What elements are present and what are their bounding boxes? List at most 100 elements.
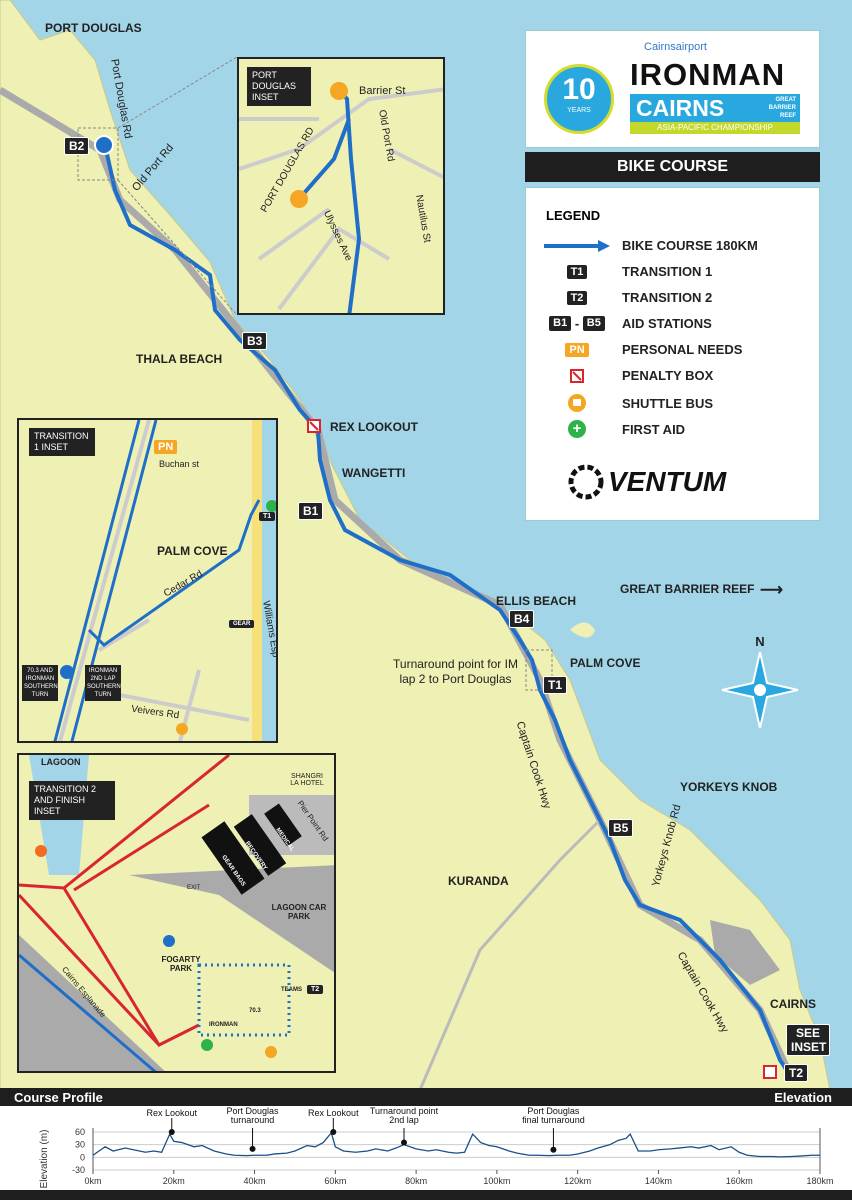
- toilets-icon: [163, 935, 175, 947]
- footer-bar: [0, 1190, 852, 1200]
- x-tick-label: 100km: [483, 1176, 510, 1186]
- x-tick-label: 80km: [405, 1176, 427, 1186]
- first-aid-icon: [201, 1039, 213, 1051]
- shuttle-bus-icon: [265, 1046, 277, 1058]
- transition-t2-marker: T2: [784, 1064, 809, 1082]
- place-yorkeys-knob: YORKEYS KNOB: [680, 780, 778, 794]
- aid-station-b5: B5: [608, 819, 634, 837]
- x-tick-label: 40km: [244, 1176, 266, 1186]
- ventum-logo: VENTUM: [568, 464, 726, 500]
- info-icon: [35, 845, 47, 857]
- x-tick-label: 160km: [726, 1176, 753, 1186]
- inset-title: TRANSITION 1 INSET: [29, 428, 95, 456]
- inset-title: PORT DOUGLAS INSET: [247, 67, 311, 106]
- bike-course-route: [103, 144, 792, 1077]
- annotation-label: Rex Lookout: [308, 1108, 359, 1118]
- airport: [710, 920, 780, 985]
- island: [570, 622, 595, 638]
- y-tick-label: 30: [75, 1140, 85, 1150]
- place-shangri-la: SHANGRI LA HOTEL: [290, 773, 324, 787]
- sponsor-airport: Cairnsairport: [644, 41, 707, 53]
- x-tick-label: 120km: [564, 1176, 591, 1186]
- place-lagoon-car-park: LAGOON CAR PARK: [271, 903, 327, 921]
- annotation-label: Rex Lookout: [146, 1108, 197, 1118]
- annotation-marker: [168, 1129, 175, 1135]
- championship-label: ASIA-PACIFIC CHAMPIONSHIP: [630, 122, 800, 134]
- section-70-3: 70.3: [249, 1008, 261, 1014]
- place-kuranda: KURANDA: [448, 874, 509, 888]
- y-axis-label: Elevation (m): [39, 1130, 50, 1189]
- place-port-douglas: PORT DOUGLAS: [45, 21, 142, 35]
- turnaround-icon: [290, 190, 308, 208]
- exit-label: EXIT: [187, 885, 201, 891]
- inset-title: TRANSITION 2 AND FINISH INSET: [29, 781, 115, 820]
- penalty-box-icon-cairns: [763, 1065, 777, 1079]
- turnaround-icon: [330, 82, 348, 100]
- place-great-barrier-reef: GREAT BARRIER REEF: [620, 582, 755, 596]
- gear-marker: GEAR: [229, 620, 255, 628]
- course-title: BIKE COURSE: [525, 152, 820, 182]
- x-tick-label: 180km: [806, 1176, 833, 1186]
- legend-item-penalty: PENALTY BOX: [540, 368, 713, 383]
- legend-item-first-aid: +FIRST AID: [540, 420, 685, 438]
- compass-label: N: [755, 634, 764, 649]
- y-tick-label: 60: [75, 1127, 85, 1137]
- profile-title: Course Profile: [14, 1090, 103, 1105]
- legend-item-bike-course: BIKE COURSE 180KM: [540, 238, 758, 253]
- ventum-mark-icon: [568, 464, 604, 500]
- first-aid-icon: [266, 500, 276, 512]
- aid-station-b3: B3: [242, 332, 268, 350]
- road-kuranda: [418, 818, 602, 1090]
- penalty-box-icon: [570, 368, 584, 383]
- shuttle-bus-icon: [568, 394, 586, 412]
- turnaround-icon: [60, 665, 74, 679]
- x-tick-label: 140km: [645, 1176, 672, 1186]
- transition-t1-marker: T1: [543, 676, 568, 694]
- annotation-marker: [550, 1146, 557, 1153]
- turn-70-3-label: 70.3 AND IRONMAN SOUTHERN TURN: [22, 665, 58, 701]
- annotation-label: Turnaround point: [370, 1106, 439, 1116]
- ironman-wordmark: IRONMAN: [630, 57, 786, 92]
- shuttle-bus-icon: [176, 723, 188, 735]
- x-tick-label: 60km: [324, 1176, 346, 1186]
- personal-needs-marker: PN: [154, 440, 178, 454]
- annotation-marker: [400, 1139, 407, 1146]
- place-wangetti: WANGETTI: [342, 466, 406, 480]
- compass-icon: [721, 651, 799, 729]
- place-palm-cove: PALM COVE: [157, 544, 228, 558]
- section-ironman: IRONMAN: [209, 1022, 238, 1028]
- teams-label: TEAMS: [281, 987, 302, 993]
- annotation-label: 2nd lap: [389, 1115, 419, 1125]
- course-line-icon: [544, 239, 610, 252]
- 10-years-badge: 10 YEARS: [544, 64, 614, 134]
- place-ellis-beach: ELLIS BEACH: [496, 594, 577, 608]
- transition-t1-marker: T1: [259, 512, 276, 521]
- annotation-label: Port Douglas: [527, 1106, 580, 1116]
- profile-header: Course Profile Elevation: [0, 1088, 852, 1106]
- turnaround-icon-b2: [94, 135, 114, 155]
- aid-station-b4: B4: [509, 610, 535, 628]
- annotation-label: turnaround: [231, 1115, 275, 1125]
- turn-ironman-2nd-lap-label: IRONMAN 2ND LAP SOUTHERN TURN: [85, 665, 121, 701]
- annotation-marker: [249, 1145, 256, 1152]
- y-tick-label: 0: [80, 1152, 85, 1162]
- transition-t2-marker: T2: [307, 985, 324, 994]
- annotation-label: final turnaround: [522, 1115, 585, 1125]
- place-rex-lookout: REX LOOKOUT: [330, 420, 419, 434]
- reef-label: GREAT BARRIER REEF: [768, 97, 796, 119]
- turnaround-note: Turnaround point for IM lap 2 to Port Do…: [393, 657, 518, 686]
- place-palm-cove: PALM COVE: [570, 656, 641, 670]
- aid-station-b1: B1: [298, 502, 324, 520]
- palm-cove-inset-marker: [525, 649, 553, 691]
- cairns-wordmark: CAIRNS: [636, 95, 725, 121]
- place-fogarty-park: FOGARTY PARK: [161, 955, 201, 973]
- x-tick-label: 20km: [163, 1176, 185, 1186]
- legend-title: LEGEND: [546, 208, 601, 223]
- road-barrier-st: Barrier St: [359, 85, 406, 97]
- place-thala-beach: THALA BEACH: [136, 352, 223, 366]
